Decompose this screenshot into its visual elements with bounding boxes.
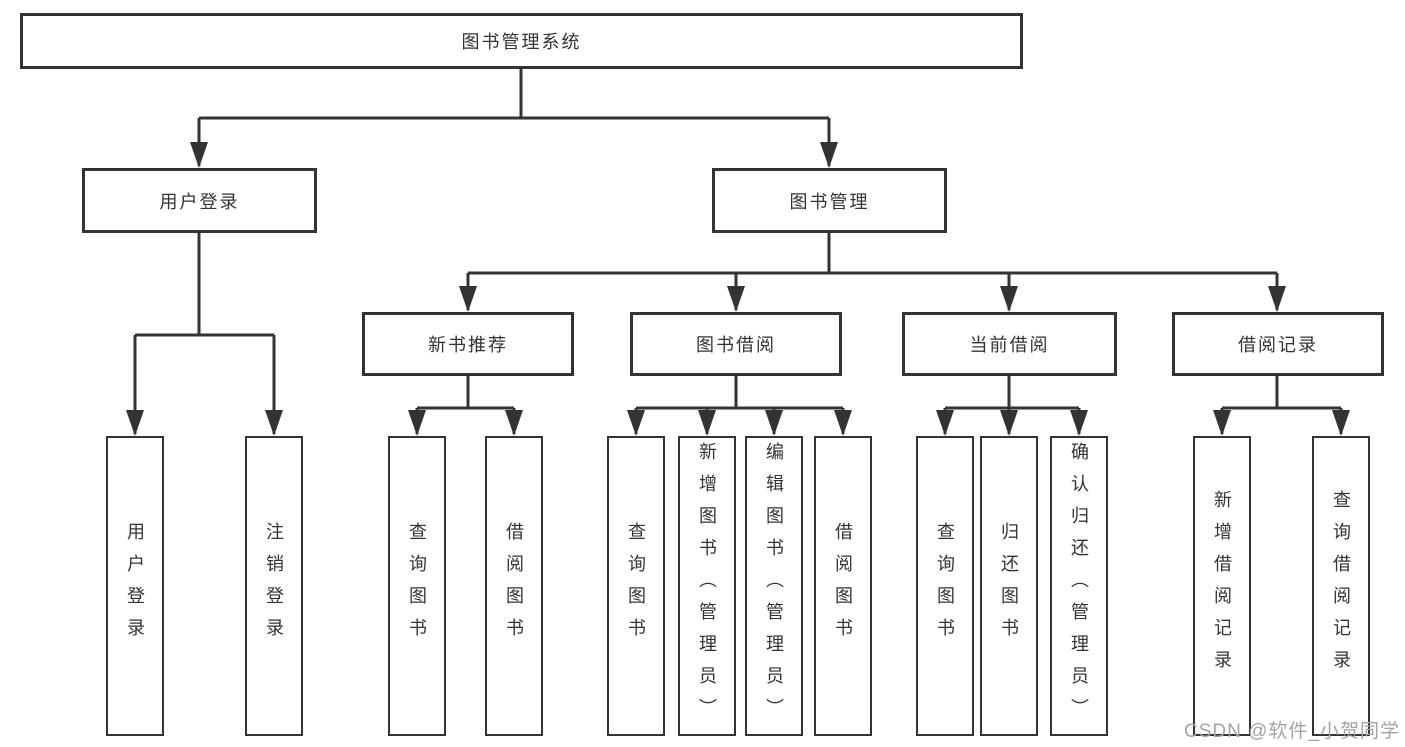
node-root-library-management-system: 图书管理系统 — [20, 13, 1023, 69]
node-user-login: 用户登录 — [82, 168, 317, 233]
node-borrowing-records: 借阅记录 — [1172, 312, 1384, 376]
leaf-query-borrow-record: 查询借阅记录 — [1312, 436, 1370, 736]
leaf-query-books-recommend: 查询图书 — [388, 436, 446, 736]
node-book-management: 图书管理 — [712, 168, 947, 233]
csdn-watermark: CSDN @软件_小贺同学 — [1184, 721, 1400, 742]
leaf-add-borrow-record: 新增借阅记录 — [1193, 436, 1251, 736]
leaf-return-book: 归还图书 — [980, 436, 1038, 736]
leaf-user-login: 用户登录 — [106, 436, 164, 736]
node-current-borrowing: 当前借阅 — [902, 312, 1117, 376]
leaf-logout: 注销登录 — [245, 436, 303, 736]
leaf-query-books-current: 查询图书 — [916, 436, 974, 736]
leaf-borrow-books-borrowing: 借阅图书 — [814, 436, 872, 736]
node-new-book-recommend: 新书推荐 — [362, 312, 574, 376]
leaf-borrow-books-recommend: 借阅图书 — [485, 436, 543, 736]
leaf-edit-book-admin: 编辑图书（管理员） — [745, 436, 803, 736]
leaf-add-book-admin: 新增图书（管理员） — [678, 436, 736, 736]
node-book-borrowing: 图书借阅 — [630, 312, 842, 376]
leaf-confirm-return-admin: 确认归还（管理员） — [1050, 436, 1108, 736]
leaf-query-books-borrowing: 查询图书 — [607, 436, 665, 736]
